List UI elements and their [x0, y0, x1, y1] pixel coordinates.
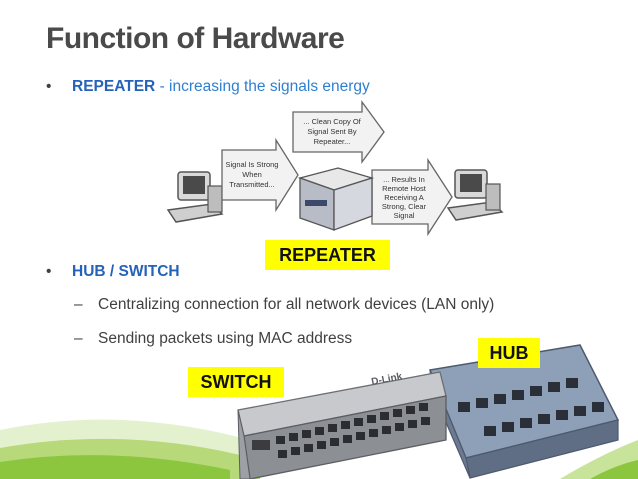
- hub-switch-term: HUB / SWITCH: [72, 263, 180, 280]
- switch-device-icon: [237, 371, 447, 479]
- arrow-left-line-1: Signal Is Strong: [226, 160, 279, 169]
- arrow-right-line-2: Remote Host: [382, 184, 427, 193]
- arrow-clean-copy: [292, 100, 385, 164]
- hub-device-icon: [428, 344, 620, 479]
- arrow-right-line-5: Signal: [394, 211, 415, 220]
- slide-title: Function of Hardware: [46, 22, 345, 55]
- right-computer-icon: [446, 169, 504, 221]
- arrow-top-line-2: Signal Sent By: [307, 127, 356, 136]
- green-wave-decoration: [0, 419, 260, 479]
- left-computer-icon: [166, 171, 224, 223]
- bullet-hub-switch: • HUB / SWITCH: [46, 263, 180, 281]
- bullet-dot: •: [46, 78, 52, 95]
- sub-item-centralizing: –Centralizing connection for all network…: [74, 296, 494, 314]
- repeater-term: REPEATER: [72, 78, 156, 95]
- green-wave-right: [560, 440, 638, 479]
- sub-item-text: Centralizing connection for all network …: [98, 296, 495, 313]
- arrow-top-line-3: Repeater...: [314, 137, 351, 146]
- repeater-label: REPEATER: [265, 240, 390, 270]
- bullet-repeater: • REPEATER - increasing the signals ener…: [46, 78, 370, 96]
- repeater-device-icon: [297, 167, 375, 231]
- sub-item-text: Sending packets using MAC address: [98, 330, 353, 347]
- sub-dash: –: [74, 296, 83, 313]
- bullet-dot: •: [46, 263, 52, 280]
- sub-dash: –: [74, 330, 83, 347]
- arrow-right-line-3: Receiving A: [384, 193, 424, 202]
- switch-label: SWITCH: [188, 367, 284, 397]
- arrow-right-line-1: ... Results In: [383, 175, 425, 184]
- arrow-signal-strong: [221, 137, 299, 213]
- arrow-left-line-2: When: [242, 170, 262, 179]
- arrow-right-line-4: Strong, Clear: [382, 202, 427, 211]
- arrow-left-line-3: Transmitted...: [229, 180, 275, 189]
- arrow-top-line-1: ... Clean Copy Of: [303, 117, 361, 126]
- repeater-description: - increasing the signals energy: [155, 78, 370, 95]
- hub-label: HUB: [478, 338, 540, 368]
- sub-item-mac: –Sending packets using MAC address: [74, 330, 352, 348]
- arrow-results: [371, 157, 453, 237]
